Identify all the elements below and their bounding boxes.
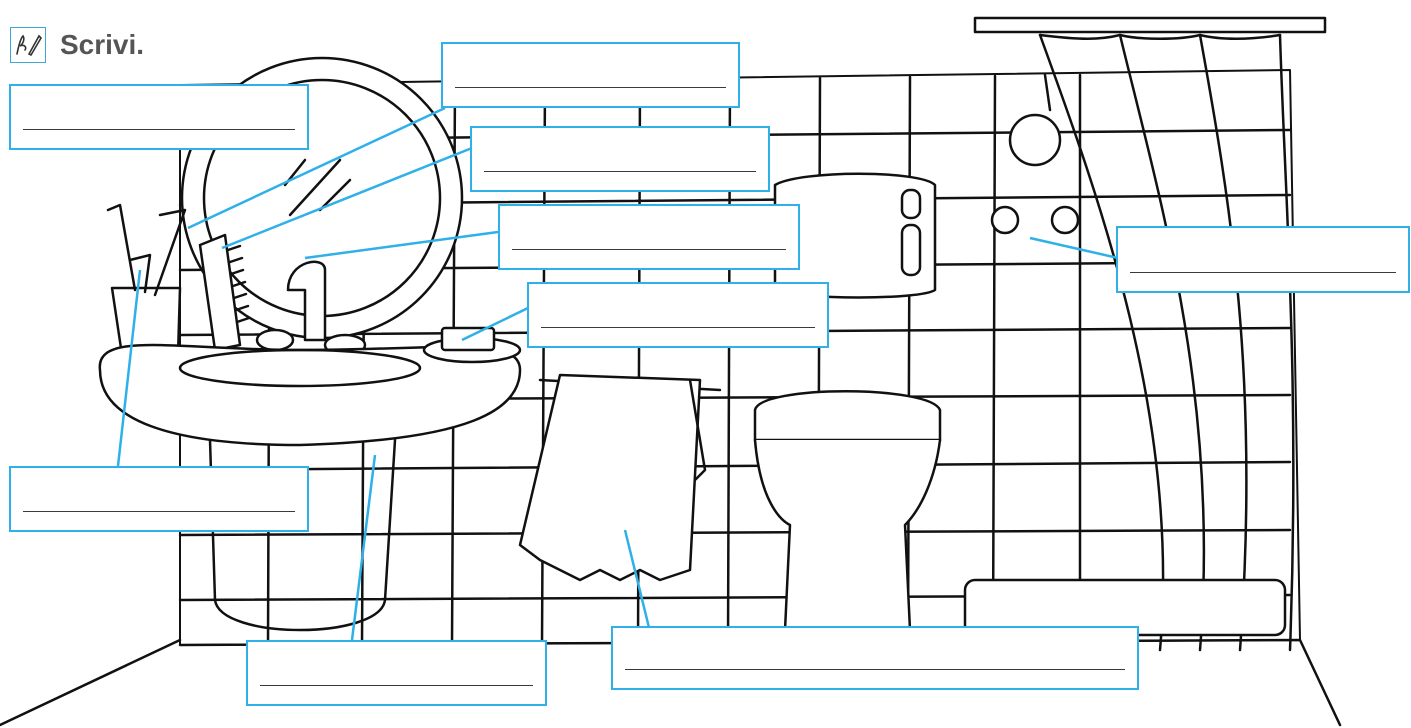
- answer-box-mirror-left[interactable]: [9, 84, 309, 150]
- answer-box-washbasin[interactable]: [246, 640, 547, 706]
- answer-line[interactable]: [1130, 272, 1396, 273]
- answer-line[interactable]: [625, 669, 1125, 670]
- answer-line[interactable]: [23, 511, 295, 512]
- answer-box-tap[interactable]: [498, 204, 800, 270]
- exercise-header: Scrivi.: [10, 24, 144, 66]
- answer-box-cup[interactable]: [9, 466, 309, 532]
- answer-line[interactable]: [484, 171, 756, 172]
- answer-box-comb[interactable]: [470, 126, 770, 192]
- pencil-writing-icon: [10, 27, 46, 63]
- answer-box-soap[interactable]: [527, 282, 829, 348]
- answer-box-shower-curtain[interactable]: [1116, 226, 1410, 293]
- answer-box-towel[interactable]: [611, 626, 1139, 690]
- answer-line[interactable]: [541, 327, 815, 328]
- answer-line[interactable]: [260, 685, 533, 686]
- instruction-label: Scrivi.: [60, 29, 144, 61]
- answer-box-mirror-top[interactable]: [441, 42, 740, 108]
- answer-line[interactable]: [23, 129, 295, 130]
- answer-line[interactable]: [512, 249, 786, 250]
- answer-line[interactable]: [455, 87, 726, 88]
